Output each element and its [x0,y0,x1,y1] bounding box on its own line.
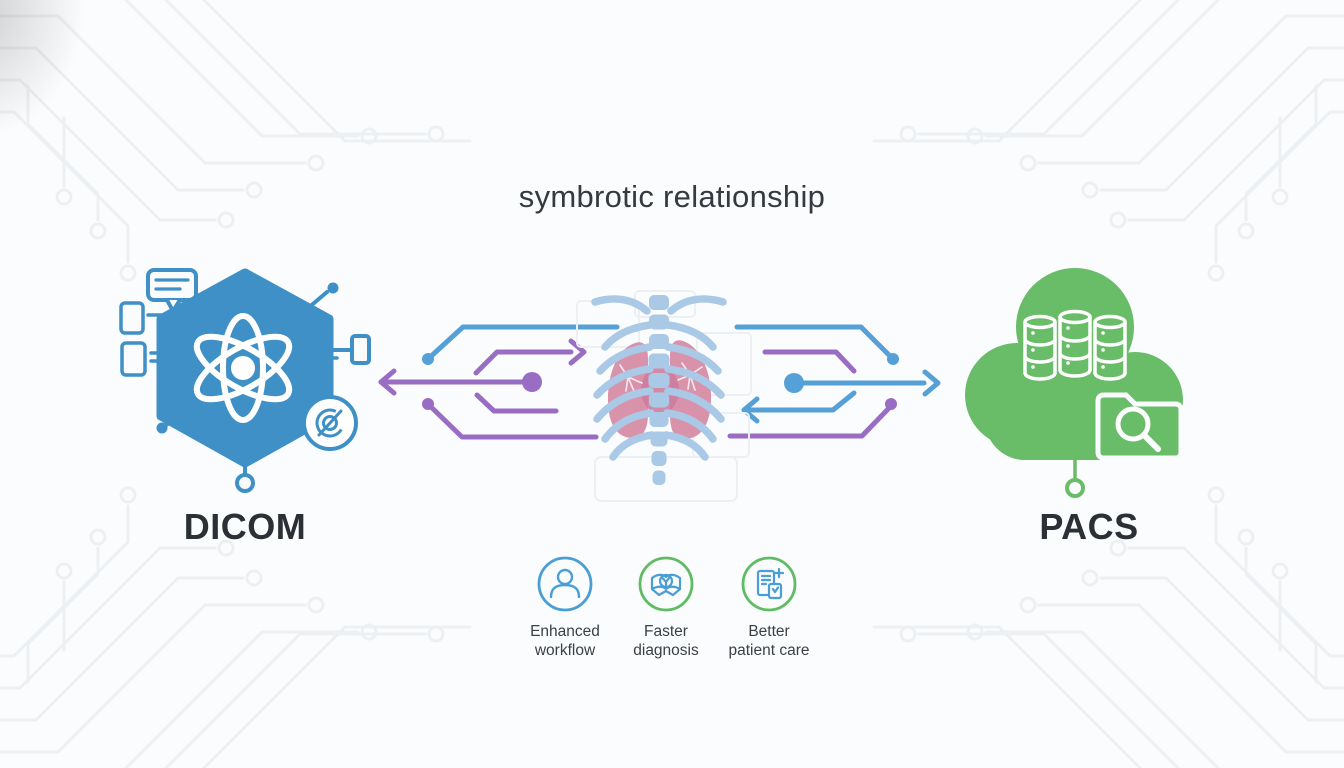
flow-line-purple [473,349,574,376]
flow-node-dot [422,353,434,365]
pacs-label: PACS [1039,506,1139,547]
corner-shade [0,0,260,220]
connector-dot [156,422,168,434]
benefit-label-line: Better [748,623,790,640]
phone-icon [350,334,371,365]
page-title: symbrotic relationship [518,179,826,214]
flow-line-purple [474,392,559,414]
magnifier-icon [1115,406,1161,452]
ribcage-lungs-illustration [576,290,752,502]
flow-node-dot [887,353,899,365]
flow-node-dot [784,373,804,393]
flow-line-blue [734,324,894,360]
connector-terminal [1065,478,1085,498]
flow-node-dot [422,398,434,410]
document-plus-icon [741,556,797,612]
spine [648,295,670,485]
speech-bubble-icon [146,268,198,313]
flow-line-purple [762,349,857,374]
pacs-icon [965,268,1184,498]
benefit-label-line: diagnosis [633,642,699,659]
flow-node-dot [522,372,542,392]
folder-search-icon [1095,392,1184,461]
benefit-faster-diagnosis: Faster diagnosis [606,556,726,660]
connector-dot [327,282,339,294]
atom-icon [193,313,293,423]
dicom-icon [119,268,371,493]
benefit-better-patient-care: Better patient care [709,556,829,660]
ribs [591,295,727,461]
person-icon [537,556,593,612]
benefit-label-line: workflow [534,642,596,659]
flow-node-dot [885,398,897,410]
dicom-label: DICOM [183,506,307,547]
benefit-enhanced-workflow: Enhanced workflow [505,556,625,660]
arrowhead-right-icon [922,369,941,397]
flow-line-blue [741,390,857,413]
connector-terminal [235,473,255,493]
benefit-label-line: Faster [644,623,688,640]
database-icon [1023,309,1127,381]
benefit-label-line: Enhanced [530,623,600,640]
sync-badge-icon [296,391,358,451]
benefit-label-line: patient care [728,642,810,659]
open-book-shield-icon [638,556,694,612]
flow-line-purple [425,401,599,440]
